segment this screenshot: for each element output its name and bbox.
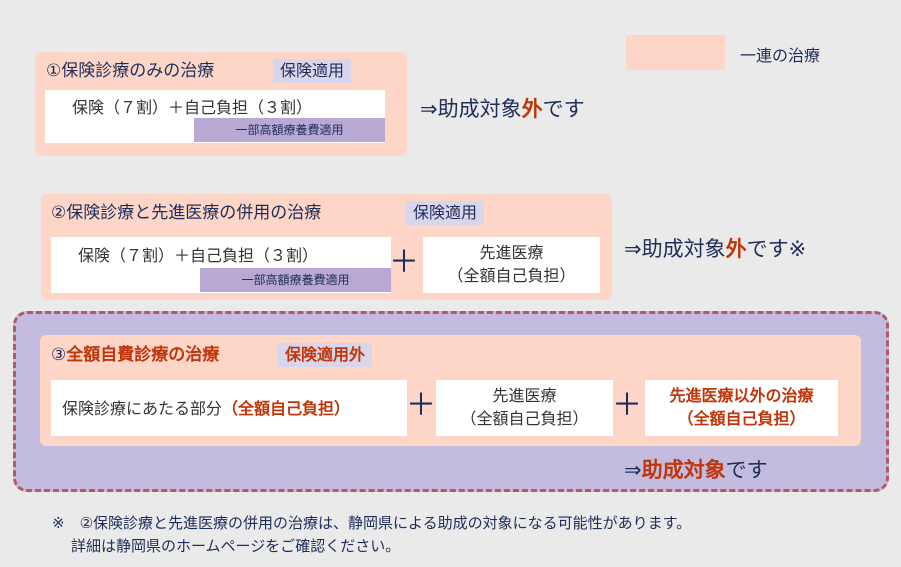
footnote-line-1: ※ ②保険診療と先進医療の併用の治療は、静岡県による助成の対象になる可能性があり… — [52, 514, 692, 532]
case2-box-advanced-line2: （全額自己負担） — [447, 266, 576, 285]
case3-box-other-treatment: 先進医療以外の治療 （全額自己負担） — [645, 380, 838, 436]
case3-box-insurance-part-text: 保険診療にあたる部分 — [62, 399, 223, 418]
case3-box-other-line2: （全額自己負担） — [677, 409, 806, 428]
case3-tag: 保険適用外 — [278, 343, 373, 367]
case1-tag: 保険適用 — [273, 59, 352, 83]
case1-result-emphasis: 外 — [521, 97, 543, 121]
case2-subsidy-note: 一部高額療養費適用 — [200, 268, 391, 292]
case2-result: ⇒助成対象外です※ — [624, 233, 806, 263]
case3-box-other-line1: 先進医療以外の治療 — [669, 386, 814, 405]
case2-title: ②保険診療と先進医療の併用の治療 — [51, 203, 322, 223]
case3-result-emphasis: 助成対象 — [641, 458, 726, 482]
case2-box-insurance-text: 保険（７割）＋自己負担（３割） — [78, 246, 319, 265]
case1-box-text: 保険（７割）＋自己負担（３割） — [72, 98, 313, 117]
case2-box-advanced-line1: 先進医療 — [479, 243, 544, 262]
case3-title-suffix: の治療 — [168, 345, 220, 365]
case1-result: ⇒助成対象外です — [420, 93, 585, 123]
case2-result-prefix: ⇒助成対象 — [624, 237, 726, 261]
case3-box-advanced: 先進医療 （全額自己負担） — [436, 380, 613, 436]
case3-result-suffix: です — [725, 458, 768, 482]
legend-label: 一連の治療 — [740, 46, 821, 65]
case1-result-prefix: ⇒助成対象 — [420, 97, 522, 121]
case2-result-suffix: です※ — [746, 237, 807, 261]
case3-box-advanced-line2: （全額自己負担） — [460, 409, 589, 428]
case2-result-emphasis: 外 — [725, 237, 747, 261]
case3-title: ③全額自費診療の治療 — [51, 343, 219, 367]
case2-tag: 保険適用 — [406, 201, 485, 225]
case3-box-advanced-line1: 先進医療 — [492, 386, 557, 405]
footnote-line-2: 詳細は静岡県のホームページをご確認ください。 — [71, 537, 401, 555]
case3-result-prefix: ⇒ — [624, 458, 642, 482]
case3-box-insurance-part: 保険診療にあたる部分（全額自己負担） — [51, 380, 407, 436]
case3-title-emphasis: 全額自費診療 — [66, 345, 169, 365]
case2-box-advanced: 先進医療 （全額自己負担） — [423, 237, 600, 293]
case3-title-number: ③ — [51, 345, 67, 365]
case2-plus: ＋ — [389, 245, 419, 280]
legend-swatch — [626, 35, 725, 70]
case3-plus-1: ＋ — [406, 388, 436, 423]
case3-box-insurance-part-emphasis: （全額自己負担） — [222, 399, 351, 418]
case3-result: ⇒助成対象です — [624, 454, 768, 484]
case1-title: ①保険診療のみの治療 — [46, 61, 215, 81]
case1-result-suffix: です — [542, 97, 585, 121]
case1-subsidy-note: 一部高額療養費適用 — [194, 118, 385, 142]
case3-plus-2: ＋ — [612, 388, 642, 423]
